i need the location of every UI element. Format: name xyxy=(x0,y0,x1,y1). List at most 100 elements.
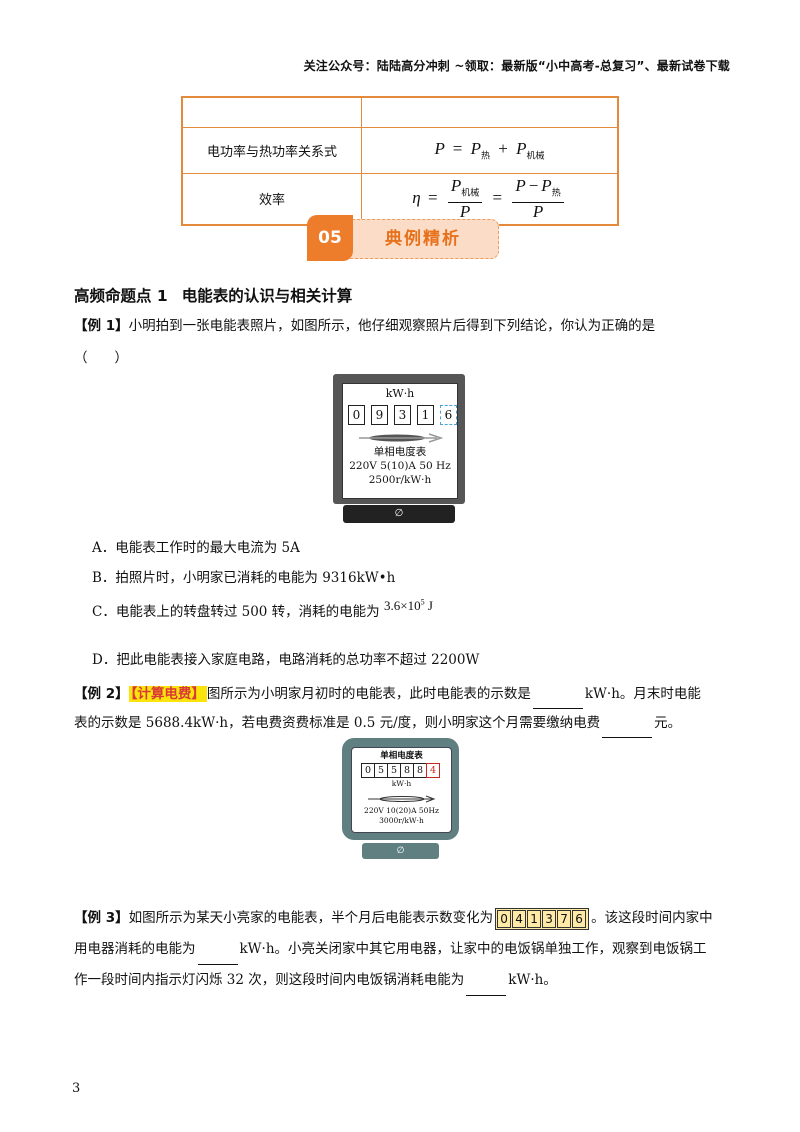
section-prefix: 高频命题点 1 xyxy=(74,287,168,305)
meter-digit: 8 xyxy=(413,763,427,778)
power-relation-label: 电功率与热功率关系式 xyxy=(181,126,362,174)
example-text: 小明拍到一张电能表照片，如图所示，他仔细观察照片后得到下列结论，你认为正确的是 xyxy=(128,318,656,334)
example-text: 元。 xyxy=(654,715,682,731)
meter-rating: 220V 10(20)A 50Hz xyxy=(364,806,439,815)
meter-image-1: kW·h 0 9 3 1 6 单相电度表 220V 5(10)A 50 Hz 2… xyxy=(333,374,465,524)
formula-table: 电功率与热功率关系式 P = P热 + P机械 效率 η = P机械 P = xyxy=(181,96,619,226)
answer-blank[interactable] xyxy=(197,948,238,965)
meter-case: kW·h 0 9 3 1 6 单相电度表 220V 5(10)A 50 Hz 2… xyxy=(333,374,465,504)
formula-symbol: P xyxy=(541,175,552,195)
answer-blank[interactable] xyxy=(466,979,507,996)
formula-subscript: 热 xyxy=(481,151,491,162)
meter-digit: 4 xyxy=(512,909,527,928)
meter-digit: 0 xyxy=(361,763,375,778)
formula-symbol: P xyxy=(450,175,462,195)
meter-digit: 4 xyxy=(426,763,440,778)
answer-blank[interactable] xyxy=(532,692,583,709)
formula-symbol: P xyxy=(459,201,471,221)
table-row xyxy=(181,96,619,128)
example-text: 。该这段时间内家中 xyxy=(591,910,713,926)
formula-operator: = xyxy=(492,187,503,207)
example-tag: 【例 2】 xyxy=(74,686,129,702)
answer-blank[interactable] xyxy=(602,721,653,738)
section-banner: 05 典例精析 xyxy=(307,215,499,261)
example-tag: 【例 3】 xyxy=(74,910,129,926)
formula-symbol: P xyxy=(515,175,526,195)
meter-label: 单相电度表 xyxy=(373,446,427,458)
meter-digit: 8 xyxy=(400,763,414,778)
meter-unit: kW·h xyxy=(391,779,412,788)
meter-digit: 5 xyxy=(387,763,401,778)
meter-digit: 1 xyxy=(417,405,434,425)
meter-label: 单相电度表 xyxy=(380,751,423,761)
fraction: P机械 P xyxy=(447,175,483,221)
meter-digit: 6 xyxy=(572,909,587,928)
table-row: 效率 η = P机械 P = P−P热 P xyxy=(181,172,619,226)
meter-digit: 7 xyxy=(557,909,572,928)
efficiency-formula: η = P机械 P = P−P热 P xyxy=(361,172,619,226)
power-relation-formula: P = P热 + P机械 xyxy=(361,126,619,174)
example-text: 图所示为小明家月初时的电能表，此时电能表的示数是 xyxy=(206,686,531,702)
option-c: C．电能表上的转盘转过 500 转，消耗的电能为 3.6×105 J xyxy=(92,597,433,620)
example-text: kW·h。小亮关闭家中其它用电器，让家中的电饭锅单独工作，观察到电饭锅工 xyxy=(239,941,707,957)
example-text: kW·h。 xyxy=(508,972,557,988)
option-b: B．拍照片时，小明家已消耗的电能为 9316kW•h xyxy=(92,570,396,586)
meter-image-2: 单相电度表 0 5 5 8 8 4 kW·h 220V 10(20)A 50Hz… xyxy=(342,738,459,860)
formula-symbol: P xyxy=(516,138,527,158)
meter-rating: 220V 5(10)A 50 Hz xyxy=(349,460,451,472)
example-text: kW·h。月末时电能 xyxy=(584,686,701,702)
option-a: A．电能表工作时的最大电流为 5A xyxy=(92,540,300,556)
section-heading: 高频命题点 1 电能表的认识与相关计算 xyxy=(74,284,366,306)
formula-symbol: P xyxy=(532,201,544,221)
table-cell xyxy=(181,96,362,128)
meter-constant: 2500r/kW·h xyxy=(368,474,432,486)
example-text: 用电器消耗的电能为 xyxy=(74,941,196,957)
formula-operator: − xyxy=(528,175,539,195)
example-text: 作一段时间内指示灯闪烁 32 次，则这段时间内电饭锅消耗电能为 xyxy=(74,972,465,988)
formula-symbol: η xyxy=(412,187,421,207)
example-1-bracket: （ ） xyxy=(74,350,128,366)
meter-constant: 3000r/kW·h xyxy=(379,816,424,825)
meter-face: 单相电度表 0 5 5 8 8 4 kW·h 220V 10(20)A 50Hz… xyxy=(351,747,452,833)
meter-face: kW·h 0 9 3 1 6 单相电度表 220V 5(10)A 50 Hz 2… xyxy=(342,383,458,499)
option-text: C．电能表上的转盘转过 500 转，消耗的电能为 xyxy=(92,604,380,620)
highlight-tag: 【计算电费】 xyxy=(128,686,207,702)
meter-digit: 1 xyxy=(527,909,542,928)
page-number: 3 xyxy=(72,1081,81,1096)
example-text: 表的示数是 5688.4kW·h，若电费资费标准是 0.5 元/度，则小明家这个… xyxy=(74,715,601,731)
formula-subscript: 机械 xyxy=(461,187,480,198)
meter-case: 单相电度表 0 5 5 8 8 4 kW·h 220V 10(20)A 50Hz… xyxy=(342,738,459,840)
example-text: 如图所示为某天小亮家的电能表，半个月后电能表示数变化为 xyxy=(128,910,494,926)
value-exponent: 5 xyxy=(420,597,425,607)
meter-digit: 3 xyxy=(394,405,411,425)
banner-label: 典例精析 xyxy=(347,219,499,259)
fraction: P−P热 P xyxy=(512,175,564,221)
formula-operator: = xyxy=(452,138,463,158)
meter-digit: 9 xyxy=(371,405,388,425)
banner-number: 05 xyxy=(307,215,353,261)
formula-subscript: 热 xyxy=(551,187,561,198)
page-header: 关注公众号：陆陆高分冲刺 ~领取：最新版“小中高考-总复习”、最新试卷下载 xyxy=(303,59,730,73)
value-unit: J xyxy=(427,598,433,613)
meter-digit: 0 xyxy=(497,909,512,928)
example-3-text: 【例 3】如图所示为某天小亮家的电能表，半个月后电能表示数变化为 0 4 1 3… xyxy=(74,903,734,996)
section-title: 电能表的认识与相关计算 xyxy=(181,287,353,305)
meter-digits: 0 5 5 8 8 4 xyxy=(361,763,440,778)
table-cell xyxy=(361,96,619,128)
meter-unit: kW·h xyxy=(385,387,415,400)
meter-reading-display: 0 4 1 3 7 6 xyxy=(495,907,590,930)
meter-digit: 6 xyxy=(440,405,457,425)
rotating-disk-icon xyxy=(368,795,436,803)
formula-symbol: P xyxy=(470,138,482,158)
formula-operator: = xyxy=(427,187,438,207)
rotating-disk-icon xyxy=(359,433,443,443)
formula-subscript: 机械 xyxy=(526,151,545,162)
formula-symbol: P xyxy=(434,138,445,158)
meter-digit: 3 xyxy=(542,909,557,928)
meter-base: ∅ xyxy=(362,843,439,859)
value-mantissa: 3.6×10 xyxy=(383,598,421,613)
meter-digit: 5 xyxy=(374,763,388,778)
example-1-text: 【例 1】小明拍到一张电能表照片，如图所示，他仔细观察照片后得到下列结论，你认为… xyxy=(74,316,734,336)
meter-digit: 0 xyxy=(348,405,365,425)
option-d: D．把此电能表接入家庭电路，电路消耗的总功率不超过 2200W xyxy=(92,652,480,668)
